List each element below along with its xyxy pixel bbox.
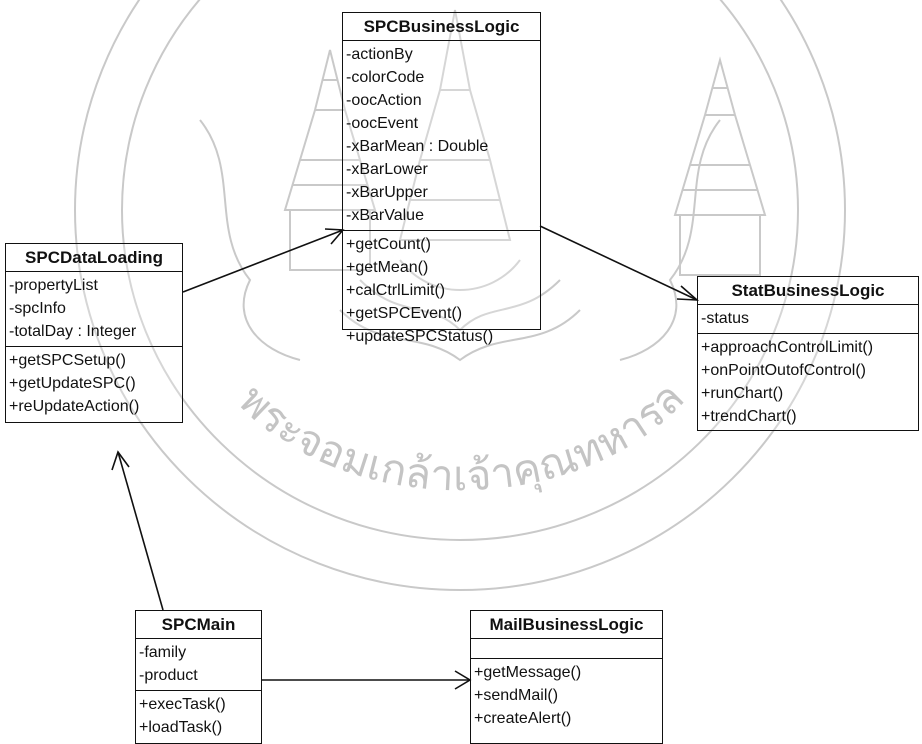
- class-operation: +loadTask(): [139, 719, 223, 736]
- class-attribute: -oocEvent: [346, 115, 419, 132]
- attributes-section: -status: [698, 305, 918, 334]
- operations-section: +approachControlLimit() +onPointOutofCont…: [698, 334, 918, 431]
- operations-section: +getMessage() +sendMail() +createAlert(): [471, 659, 662, 733]
- attributes-section: -propertyList -spcInfo -totalDay : Integer: [6, 272, 182, 347]
- class-name: SPCMain: [136, 611, 261, 639]
- class-attribute: -oocAction: [346, 92, 422, 109]
- attributes-section: -actionBy -colorCode -oocAction -oocEvent -x…: [343, 41, 540, 231]
- class-attribute: -status: [701, 310, 750, 327]
- class-operation: +execTask(): [139, 696, 226, 713]
- class-attribute: -product: [139, 667, 198, 684]
- class-operation: +getCount(): [346, 236, 431, 253]
- class-spc-business-logic[interactable]: SPCBusinessLogic -actionBy -colorCode -ooc…: [342, 12, 541, 345]
- class-name: MailBusinessLogic: [471, 611, 662, 639]
- attributes-section: [471, 639, 662, 659]
- class-name: SPCBusinessLogic: [343, 13, 540, 41]
- class-name: StatBusinessLogic: [698, 277, 918, 305]
- class-stat-business-logic[interactable]: StatBusinessLogic -status +approachContr…: [697, 276, 919, 431]
- class-operation: +reUpdateAction(): [9, 398, 140, 415]
- class-mail-business-logic[interactable]: MailBusinessLogic +getMessage() +sendMail…: [470, 610, 663, 744]
- class-operation: +onPointOutofControl(): [701, 362, 866, 379]
- association-dataloading-to-businesslogic: [182, 229, 344, 293]
- attributes-section: -family -product: [136, 639, 261, 691]
- class-attribute: -totalDay : Integer: [9, 323, 137, 340]
- class-operation: +approachControlLimit(): [701, 339, 874, 356]
- class-operation: +getUpdateSPC(): [9, 375, 136, 392]
- association-main-to-dataloading: [117, 451, 164, 611]
- operations-section: +getCount() +getMean() +calCtrlLimit() +get…: [343, 231, 540, 351]
- class-attribute: -xBarMean : Double: [346, 138, 489, 155]
- class-attribute: -spcInfo: [9, 300, 66, 317]
- class-operation: +getSPCEvent(): [346, 305, 463, 322]
- class-operation: +getMean(): [346, 259, 429, 276]
- class-spc-data-loading[interactable]: SPCDataLoading -propertyList -spcInfo -tot…: [5, 243, 183, 423]
- operations-section: +getSPCSetup() +getUpdateSPC() +reUpdateAc…: [6, 347, 182, 421]
- class-operation: +runChart(): [701, 385, 784, 402]
- class-attribute: -propertyList: [9, 277, 98, 294]
- operations-section: +execTask() +loadTask(): [136, 691, 261, 742]
- association-businesslogic-to-stat: [539, 225, 698, 301]
- class-attribute: -xBarLower: [346, 161, 428, 178]
- empty-compartment: [471, 641, 662, 655]
- class-operation: +updateSPCStatus(): [346, 328, 494, 345]
- class-attribute: -xBarValue: [346, 207, 424, 224]
- class-operation: +sendMail(): [474, 687, 559, 704]
- class-attribute: -colorCode: [346, 69, 425, 86]
- class-operation: +getMessage(): [474, 664, 582, 681]
- class-spc-main[interactable]: SPCMain -family -product +execTask() +load…: [135, 610, 262, 744]
- class-name: SPCDataLoading: [6, 244, 182, 272]
- arrowhead-dataloading: [111, 450, 130, 471]
- class-attribute: -family: [139, 644, 187, 661]
- class-attribute: -actionBy: [346, 46, 413, 63]
- arrowhead-stat: [676, 285, 700, 301]
- class-operation: +getSPCSetup(): [9, 352, 126, 369]
- class-attribute: -xBarUpper: [346, 184, 428, 201]
- class-operation: +trendChart(): [701, 408, 797, 425]
- class-operation: +calCtrlLimit(): [346, 282, 446, 299]
- class-operation: +createAlert(): [474, 710, 572, 727]
